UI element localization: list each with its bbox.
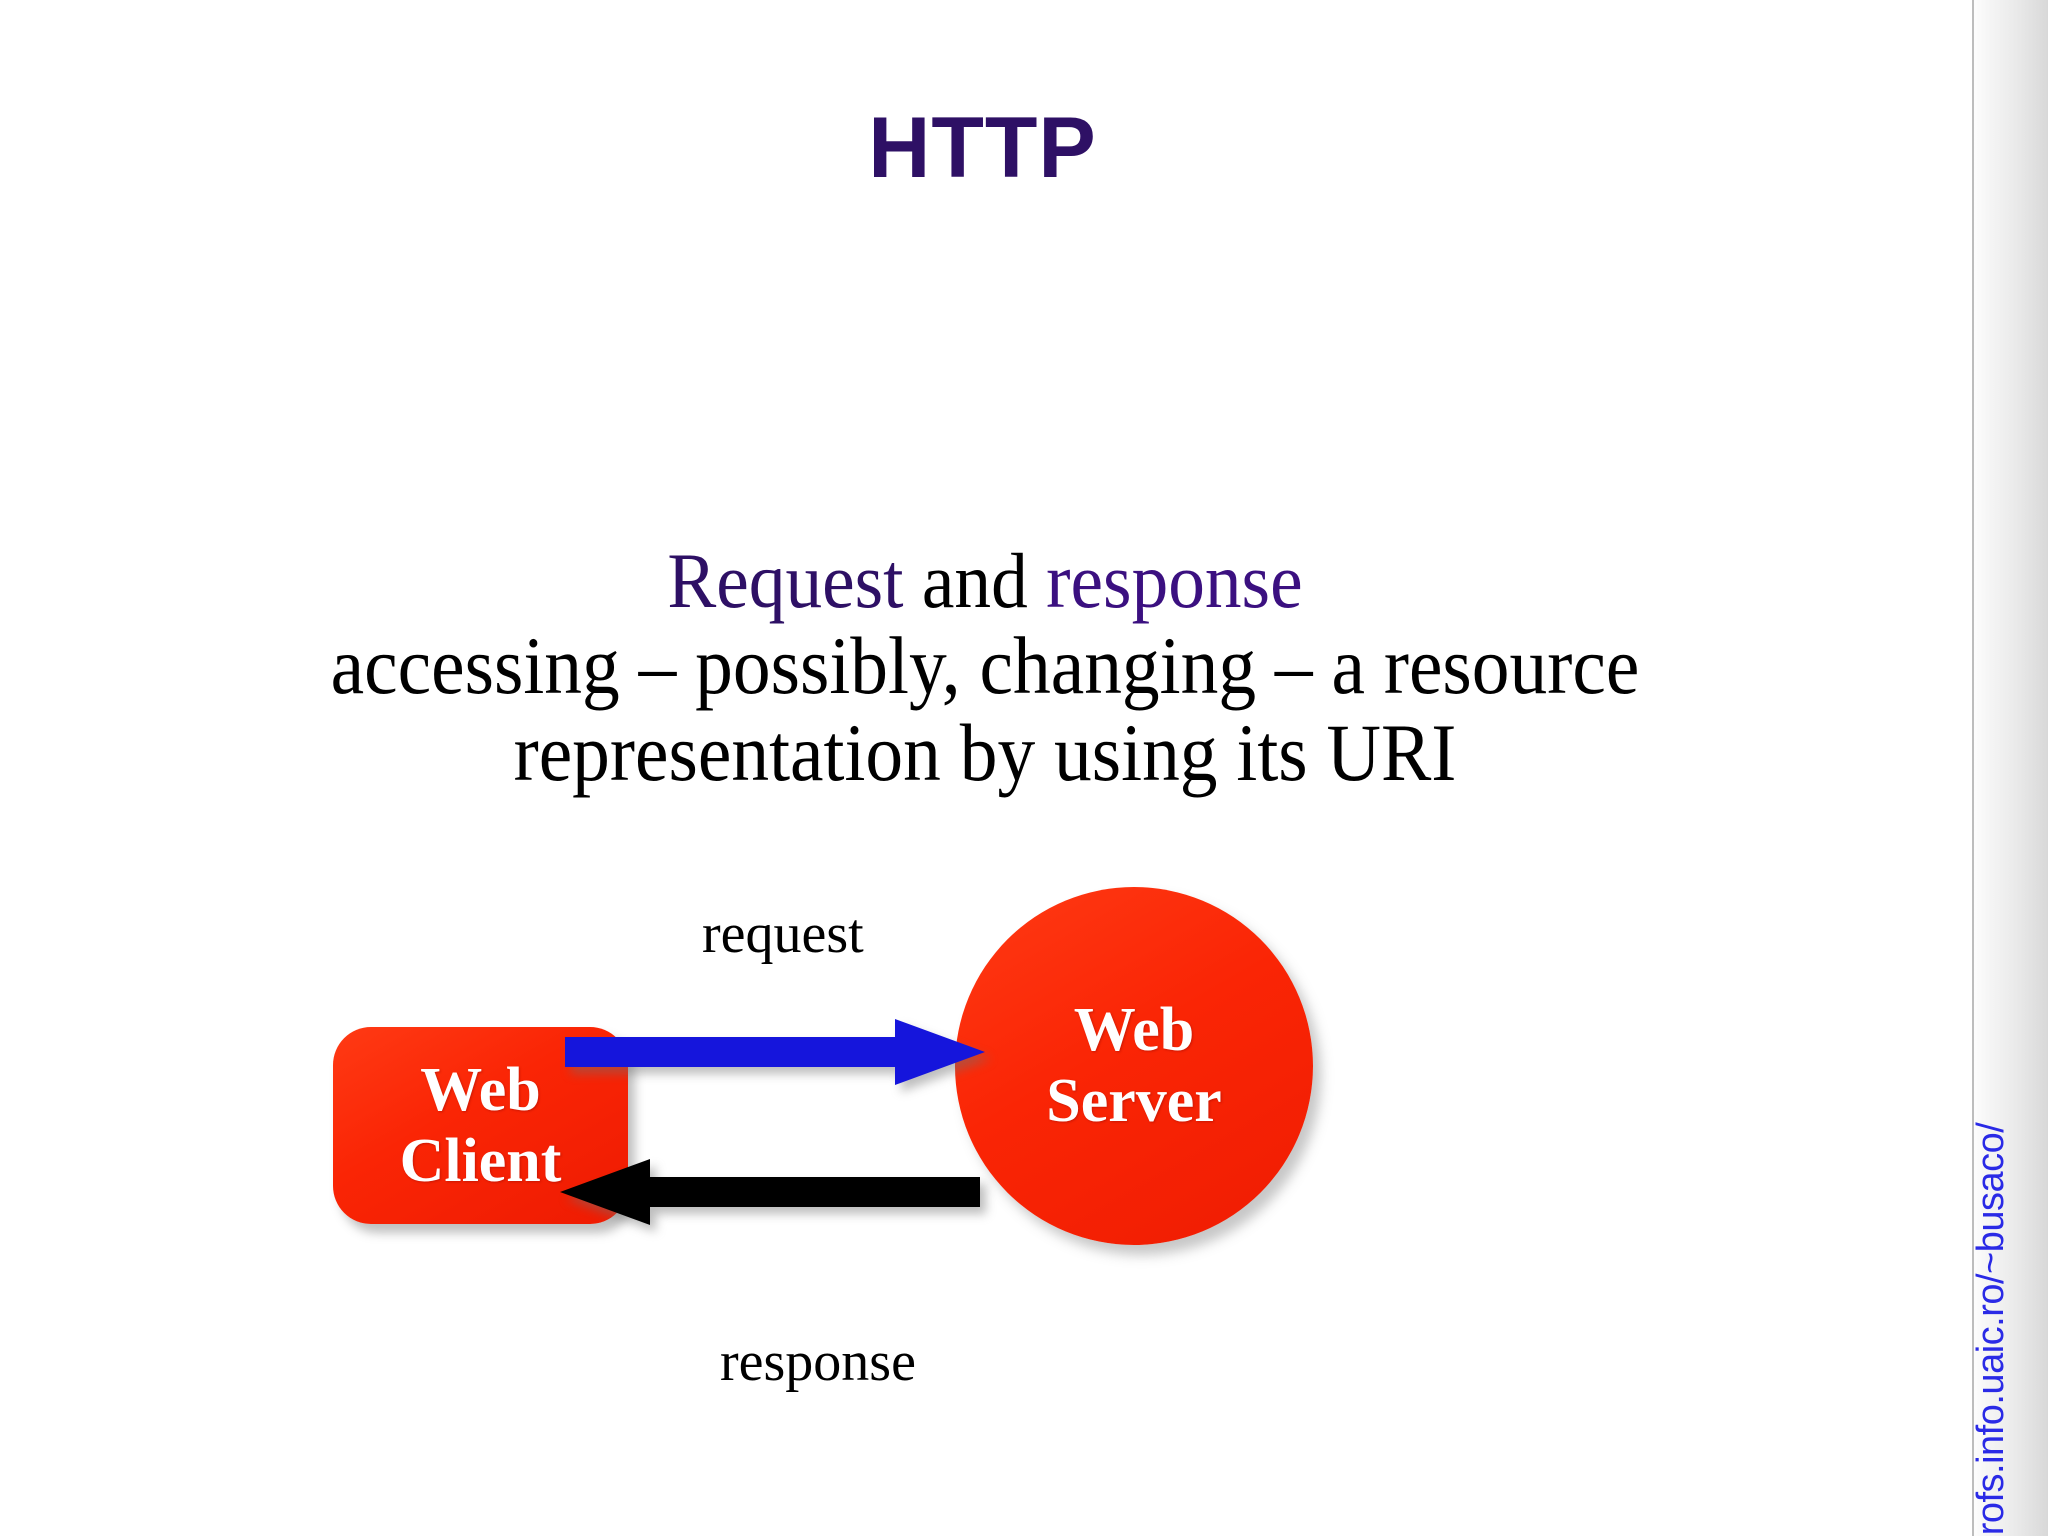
body-line-1: Request and response	[116, 537, 1855, 624]
web-client-label-line-2: Client	[399, 1126, 562, 1195]
arrow-right-icon	[565, 1017, 985, 1087]
arrow-label-response: response	[720, 1331, 916, 1393]
body-line-3: representation by using its URI	[513, 706, 1457, 798]
arrow-left-icon	[560, 1157, 980, 1227]
keyword-response: response	[1046, 537, 1303, 624]
sidebar-credit: Dr. Sabin Buraga ▲ profs.info.uaic.ro/~b…	[1970, 1122, 2012, 1536]
web-client-label-line-1: Web	[420, 1055, 541, 1124]
web-server-label-line-2: Server	[1046, 1067, 1222, 1135]
client-server-diagram: Web Client Web Server request response	[250, 880, 1750, 1500]
arrow-label-request: request	[702, 903, 864, 965]
slide-body-text: Request and response accessing – possibl…	[60, 537, 1910, 798]
diagram-node-web-server: Web Server	[955, 887, 1313, 1245]
page-title: HTTP	[868, 100, 1097, 196]
slide-sidebar: Dr. Sabin Buraga ▲ profs.info.uaic.ro/~b…	[1970, 0, 2048, 1536]
web-server-label-line-1: Web	[1073, 996, 1195, 1065]
conjunction-and: and	[903, 537, 1047, 624]
body-line-2: accessing – possibly, changing – a resou…	[330, 619, 1640, 711]
sidebar-url-link[interactable]: profs.info.uaic.ro/~busaco/	[1970, 1122, 2012, 1536]
keyword-request: Request	[667, 537, 904, 624]
sidebar-divider	[1972, 0, 1974, 1536]
